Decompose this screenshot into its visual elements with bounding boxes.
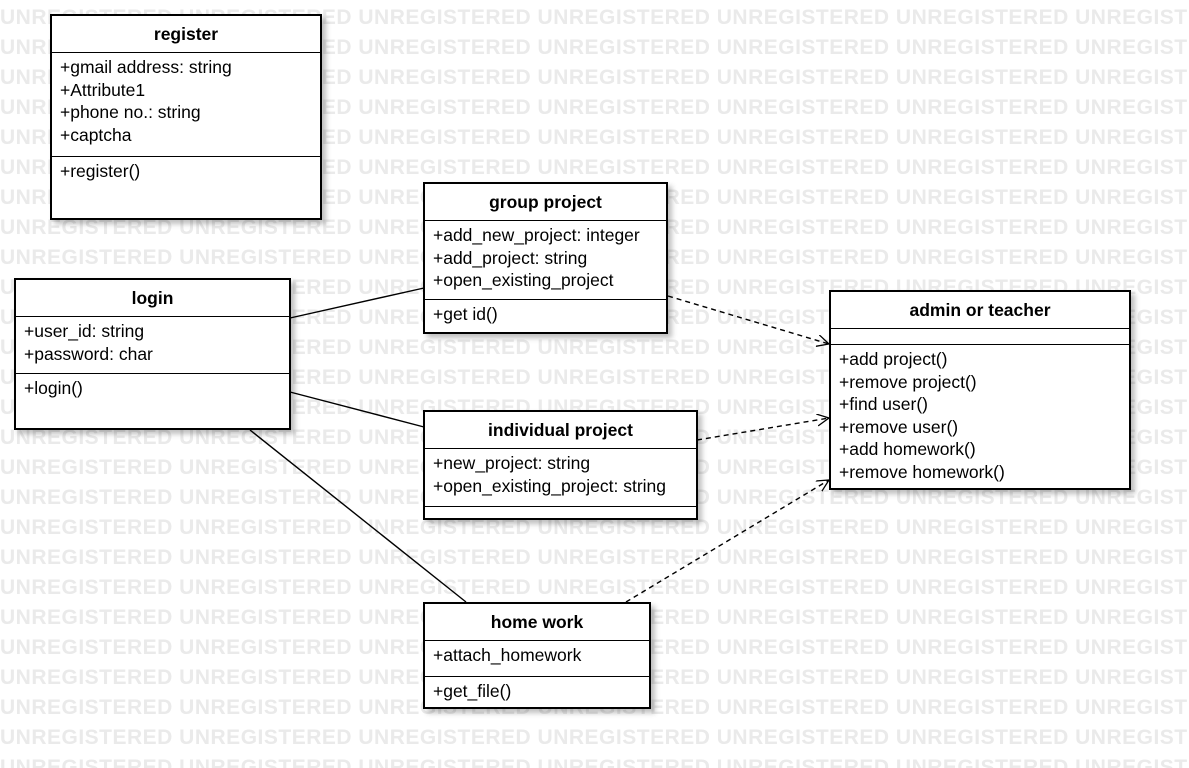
attribute: +add_project: string: [433, 247, 588, 268]
class-name: admin or teacher: [831, 292, 1129, 329]
operation: +add project(): [839, 349, 948, 369]
operation-compartment: +get id(): [425, 300, 666, 330]
class-name: register: [52, 16, 320, 53]
class-login[interactable]: login +user_id: string +password: char +…: [14, 278, 291, 430]
association-login-individual-project: [289, 391, 425, 428]
attribute: +captcha: [60, 124, 132, 145]
class-register[interactable]: register +gmail address: string +Attribu…: [50, 14, 322, 220]
class-name: individual project: [425, 412, 696, 449]
attribute-compartment: +user_id: string +password: char: [16, 317, 289, 374]
association-login-home-work: [249, 429, 467, 603]
attribute: +open_existing_project: string: [433, 475, 666, 496]
attribute-compartment: +gmail address: string +Attribute1 +phon…: [52, 53, 320, 157]
class-individual-project[interactable]: individual project +new_project: string …: [423, 410, 698, 520]
dependency-home-work-admin: [625, 480, 829, 603]
attribute: +user_id: string: [24, 321, 145, 341]
operation: +add homework(): [839, 439, 976, 459]
dependency-group-project-admin: [667, 295, 829, 344]
operation: +remove user(): [839, 416, 959, 437]
attribute: +gmail address: string: [60, 57, 232, 77]
operation-compartment: +register(): [52, 157, 320, 187]
operation: +get_file(): [433, 681, 512, 701]
class-home-work[interactable]: home work +attach_homework +get_file(): [423, 602, 651, 709]
operation-compartment: +login(): [16, 374, 289, 404]
class-group-project[interactable]: group project +add_new_project: integer …: [423, 182, 668, 334]
operation-compartment: +add project() +remove project() +find u…: [831, 345, 1129, 487]
attribute: +password: char: [24, 343, 153, 364]
attribute-compartment: [831, 329, 1129, 345]
attribute: +Attribute1: [60, 79, 146, 100]
operation: +register(): [60, 161, 141, 181]
attribute: +open_existing_project: [433, 270, 614, 290]
attribute: +new_project: string: [433, 453, 591, 473]
attribute: +attach_homework: [433, 645, 582, 665]
attribute-compartment: +add_new_project: integer +add_project: …: [425, 221, 666, 300]
operation: +remove project(): [839, 371, 977, 392]
operation: +find user(): [839, 394, 928, 414]
association-login-group-project: [289, 287, 425, 319]
operation: +login(): [24, 378, 83, 398]
class-name: home work: [425, 604, 649, 641]
class-name: group project: [425, 184, 666, 221]
operation: +get id(): [433, 304, 498, 324]
class-admin-or-teacher[interactable]: admin or teacher +add project() +remove …: [829, 290, 1131, 490]
attribute-compartment: +attach_homework: [425, 641, 649, 677]
operation: +remove homework(): [839, 461, 1005, 482]
operation-compartment: +get_file(): [425, 677, 649, 707]
attribute: +add_new_project: integer: [433, 225, 640, 245]
class-name: login: [16, 280, 289, 317]
attribute: +phone no.: string: [60, 102, 201, 122]
dependency-individual-project-admin: [696, 418, 829, 441]
attribute-compartment: +new_project: string +open_existing_proj…: [425, 449, 696, 507]
